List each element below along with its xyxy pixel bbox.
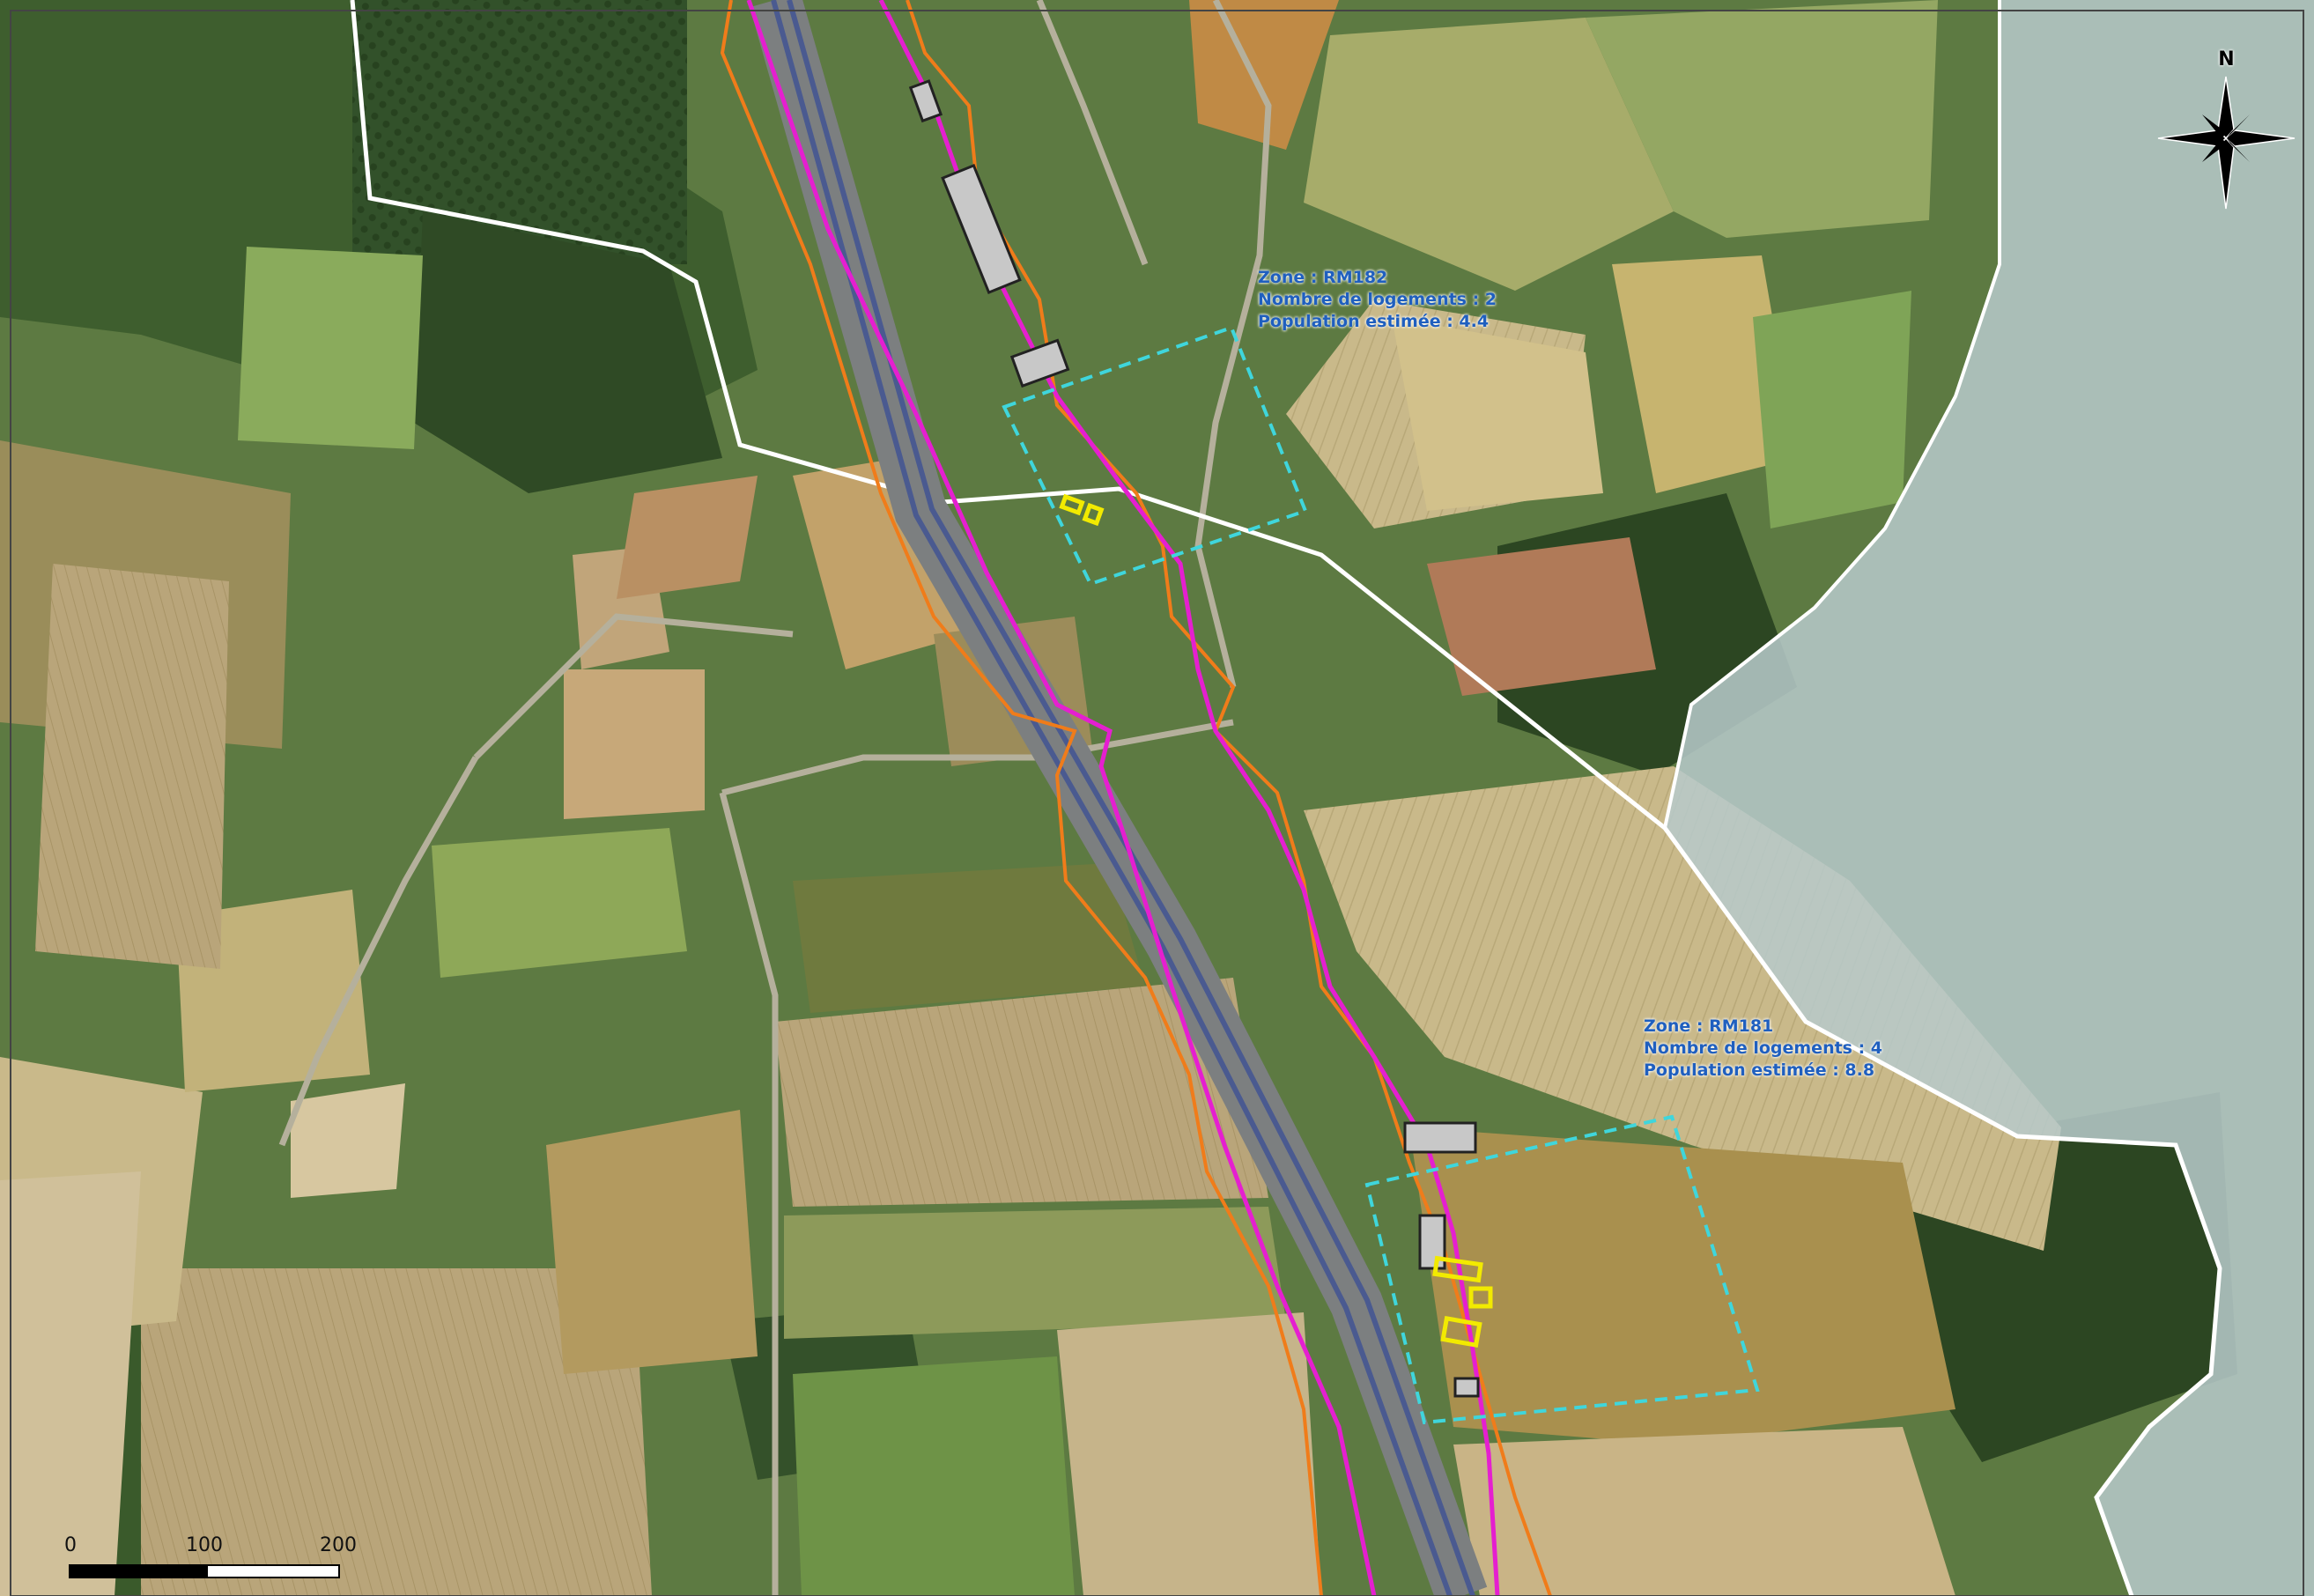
scale-bar-black-segment <box>69 1564 208 1578</box>
scale-tick-100: 100 <box>186 1534 223 1556</box>
buildings <box>908 79 1480 1398</box>
zone-rm182-population: Population estimée : 4.4 <box>1258 312 1490 331</box>
zone-rm182-box[interactable] <box>1002 325 1308 587</box>
highlighted-dwellings <box>1059 493 1493 1348</box>
forest-boundary <box>1663 0 2001 829</box>
compass-rose-icon: N <box>2149 48 2303 216</box>
zone-rm181-name: Zone : RM181 <box>1644 1016 1774 1036</box>
north-letter: N <box>2218 48 2235 70</box>
zone-rm182-label: Zone : RM182 Nombre de logements : 2 Pop… <box>1258 267 1497 333</box>
zone-rm181-label: Zone : RM181 Nombre de logements : 4 Pop… <box>1644 1016 1882 1082</box>
scale-tick-0: 0 <box>64 1534 77 1556</box>
north-arrow-graphic <box>2157 76 2296 210</box>
zone-rm182-name: Zone : RM182 <box>1258 268 1388 287</box>
highway <box>750 0 1488 1596</box>
zone-rm182-logements: Nombre de logements : 2 <box>1258 290 1497 309</box>
scale-tick-200: 200 <box>320 1534 357 1556</box>
map-frame <box>10 10 2304 1596</box>
zone-rm181-box[interactable] <box>1364 1114 1760 1425</box>
scale-bar-white-segment <box>206 1564 340 1578</box>
forest-zone-overlay <box>1665 0 2314 1596</box>
agricultural-fields <box>0 0 2061 1596</box>
zone-rm181-logements: Nombre de logements : 4 <box>1644 1038 1883 1058</box>
scale-bar: 0 100 200 <box>63 1534 357 1584</box>
zone-rm181-population: Population estimée : 8.8 <box>1644 1060 1875 1080</box>
